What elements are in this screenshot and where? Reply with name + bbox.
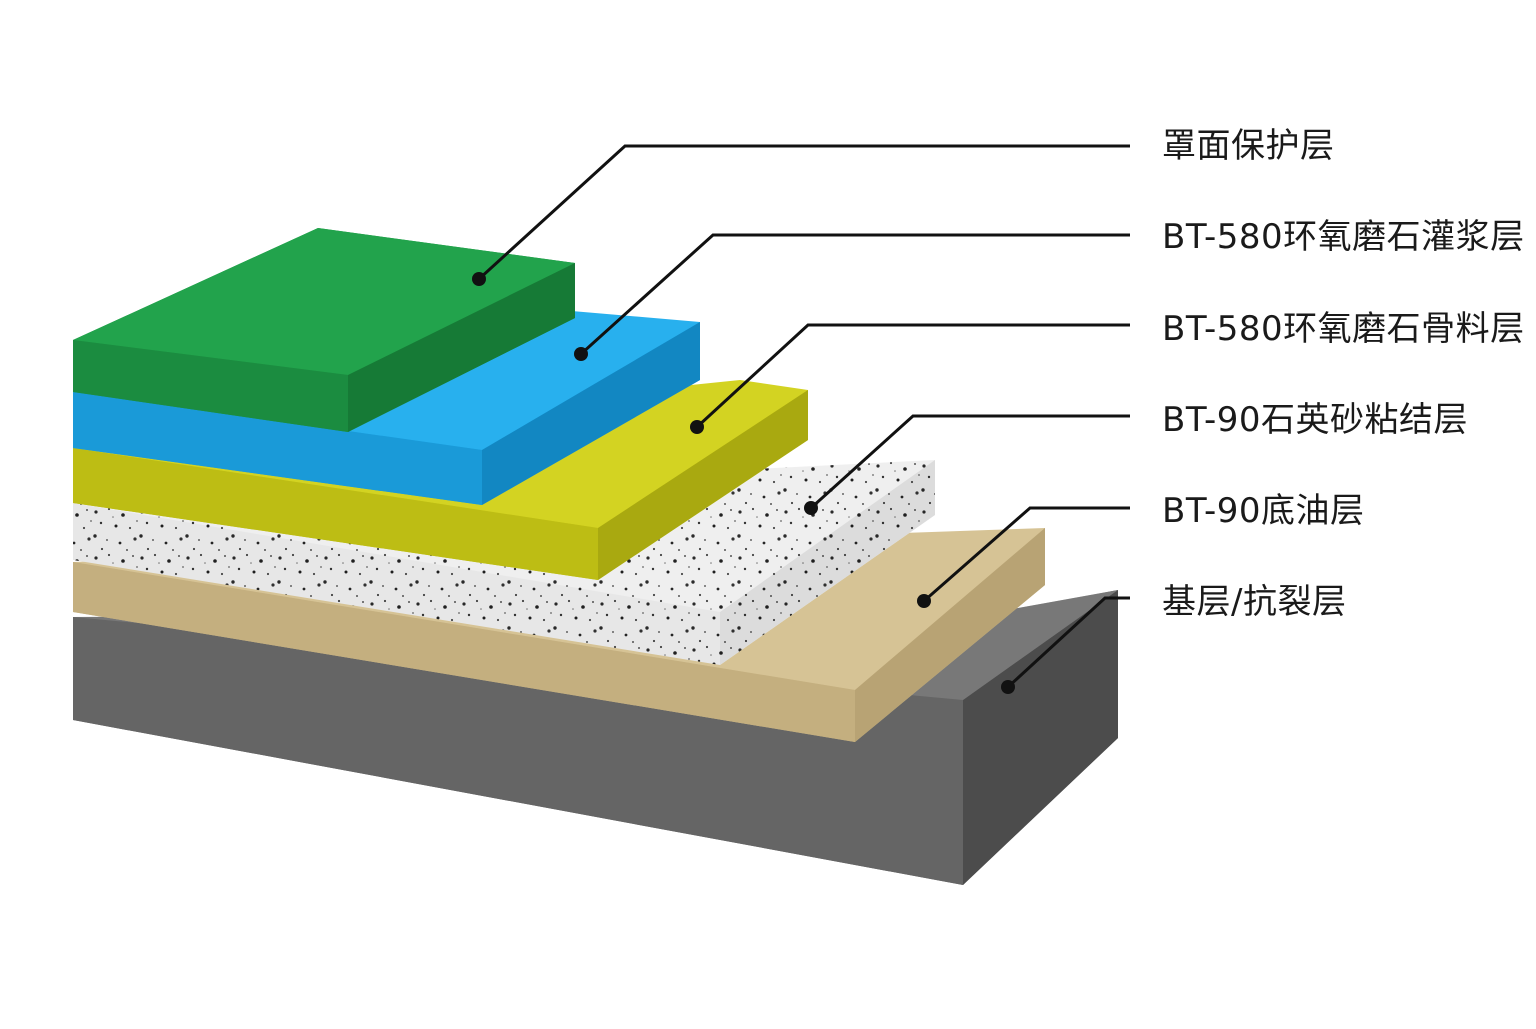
leader-dot-slurry (574, 347, 588, 361)
label-substrate: 基层/抗裂层 (1162, 582, 1347, 622)
leader-line-primer (923, 506, 1130, 603)
label-slurry: BT-580环氧磨石灌浆层 (1162, 217, 1525, 257)
leader-line-substrate (1006, 596, 1130, 689)
leader-dot-quartz (804, 501, 818, 515)
leader-line-topcoat (477, 144, 1130, 281)
leader-line-aggregate (695, 323, 1130, 429)
leader-dot-topcoat (472, 272, 486, 286)
label-primer: BT-90底油层 (1162, 491, 1365, 531)
topcoat-layer (73, 228, 575, 432)
label-topcoat: 罩面保护层 (1162, 126, 1335, 166)
leader-line-quartz (809, 414, 1130, 510)
callout-leaders (472, 144, 1130, 694)
leader-dot-substrate (1001, 680, 1015, 694)
label-aggregate: BT-580环氧磨石骨料层 (1162, 309, 1525, 349)
leader-line-slurry (579, 233, 1130, 356)
leader-dot-primer (917, 594, 931, 608)
label-quartz: BT-90石英砂粘结层 (1162, 400, 1469, 440)
leader-dot-aggregate (690, 420, 704, 434)
